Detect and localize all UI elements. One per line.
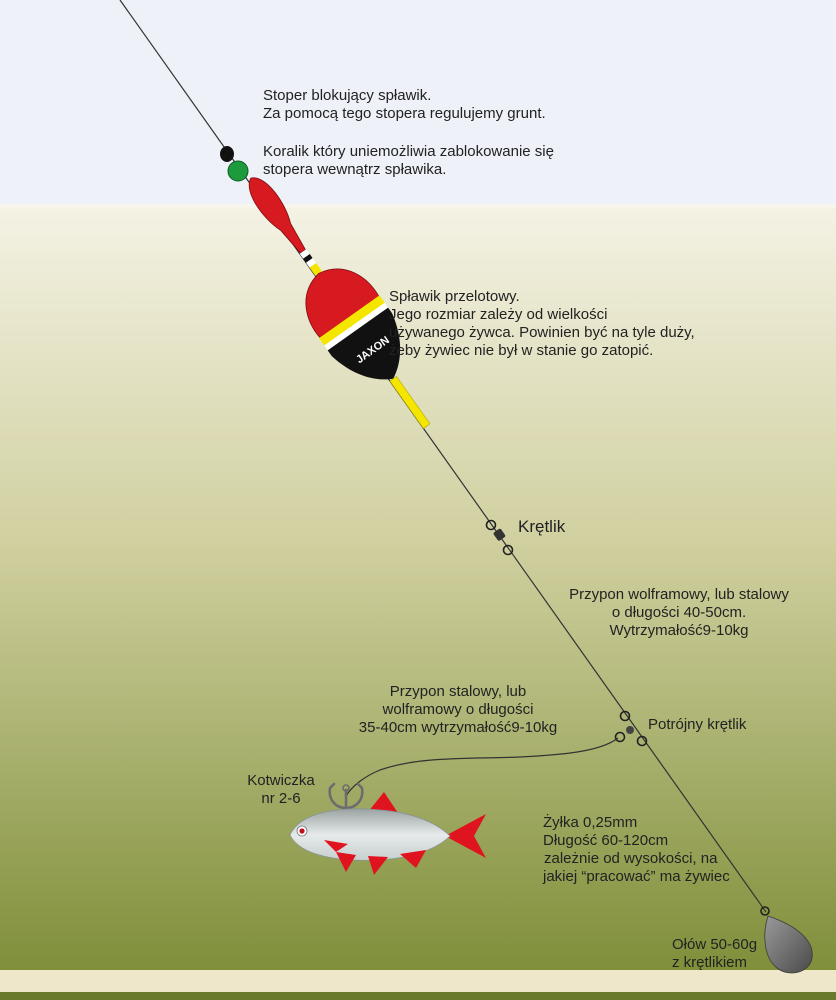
main-leader-label-line2: o długości 40-50cm. <box>611 604 747 621</box>
float-label-line2: Jego rozmiar zależy od wielkości <box>389 306 608 323</box>
side-leader-label-line1: Przypon stalowy, lub <box>389 683 527 700</box>
sinker-label-line2: z krętlikiem <box>672 954 748 971</box>
bead-label-line1: Koralik który uniemożliwia zablokowanie … <box>263 143 554 160</box>
side-leader-label: Przypon stalowy, lub wolframowy o długoś… <box>340 683 576 737</box>
float-label-line3: używanego żywca. Powinien być na tyle du… <box>389 324 695 341</box>
line-label: Żyłka 0,25mm Długość 60-120cm zależnie o… <box>543 814 730 886</box>
main-leader-label: Przypon wolframowy, lub stalowy o długoś… <box>552 586 806 640</box>
lake-bottom <box>0 970 836 992</box>
hook-label-line1: Kotwiczka <box>247 772 315 789</box>
hook-label: Kotwiczka nr 2-6 <box>242 772 320 808</box>
triple-swivel-icon <box>614 710 648 747</box>
float-label: Spławik przelotowy. Jego rozmiar zależy … <box>389 288 695 360</box>
live-bait-fish-icon <box>289 792 486 875</box>
line-label-line1: Żyłka 0,25mm <box>543 814 638 831</box>
sky-area <box>0 0 836 207</box>
bead-label: Koralik który uniemożliwia zablokowanie … <box>263 143 554 179</box>
line-label-line4: jakiej “pracować” ma żywiec <box>543 868 730 885</box>
swivel-icon <box>485 519 514 556</box>
line-label-line3: zależnie od wysokości, na <box>544 850 718 867</box>
side-leader-label-line2: wolframowy o długości <box>382 701 534 718</box>
stopper-label: Stoper blokujący spławik. Za pomocą tego… <box>263 87 546 123</box>
lead-sinker-icon <box>760 906 813 974</box>
sinker-label: Ołów 50-60g z krętlikiem <box>672 936 757 972</box>
main-leader-label-line1: Przypon wolframowy, lub stalowy <box>569 586 789 603</box>
float-label-line1: Spławik przelotowy. <box>389 288 520 305</box>
green-bead-icon <box>227 160 249 182</box>
water-surface-line <box>0 204 836 208</box>
side-leader-label-line3: 35-40cm wytrzymałość9-10kg <box>358 719 558 736</box>
lake-bottom-edge <box>0 992 836 1000</box>
sinker-label-line1: Ołów 50-60g <box>672 936 758 953</box>
stopper-label-line2: Za pomocą tego stopera regulujemy grunt. <box>263 105 546 122</box>
main-leader-label-line3: Wytrzymałość9-10kg <box>609 622 749 639</box>
black-stopper-icon <box>220 146 234 162</box>
hook-label-line2: nr 2-6 <box>261 790 301 807</box>
swivel-label: Krętlik <box>518 517 566 536</box>
side-leader-line <box>345 737 619 797</box>
bead-label-line2: stopera wewnątrz spławika. <box>263 161 447 178</box>
line-label-line2: Długość 60-120cm <box>543 832 669 849</box>
float-label-line4: żeby żywiec nie był w stanie go zatopić. <box>389 342 654 359</box>
triple-swivel-label: Potrójny krętlik <box>648 716 747 733</box>
stopper-label-line1: Stoper blokujący spławik. <box>263 87 432 104</box>
sliding-float-icon: JAXON <box>248 177 431 429</box>
